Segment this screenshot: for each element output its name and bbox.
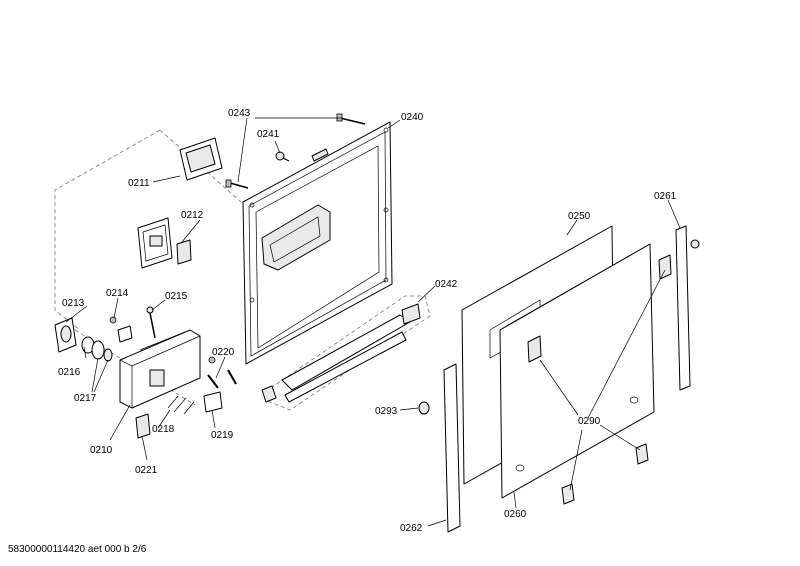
pin-0215: [146, 306, 156, 339]
cover-0212: [137, 217, 192, 269]
left-strip-0262: [443, 363, 461, 533]
label-0242: 0242: [435, 279, 458, 290]
label-0293: 0293: [375, 406, 398, 417]
label-0212: 0212: [181, 210, 204, 221]
label-0240: 0240: [401, 112, 424, 123]
label-0214: 0214: [106, 288, 129, 299]
label-0220: 0220: [212, 347, 235, 358]
label-0262: 0262: [400, 523, 423, 534]
small-parts-0214: [109, 316, 133, 343]
gasket-frame-0211: [179, 137, 223, 181]
label-0218: 0218: [152, 424, 175, 435]
bracket-0290-a: [635, 443, 649, 465]
right-strip-0261: [675, 225, 700, 391]
document-id: 58300000114420 aet 000 b 2/6: [8, 544, 147, 555]
handle-strip-0242: [261, 303, 421, 403]
screw-0243-top: [336, 113, 366, 125]
rings-0216-0217: [81, 336, 113, 362]
label-0261: 0261: [654, 191, 677, 202]
cap-0293: [418, 401, 430, 415]
springs-0218: [167, 395, 195, 415]
label-0250: 0250: [568, 211, 591, 222]
label-0211: 0211: [128, 178, 150, 189]
pin-0241: [275, 151, 290, 162]
label-0210: 0210: [90, 445, 113, 456]
label-0290: 0290: [578, 416, 601, 427]
leader-lines: [65, 117, 681, 527]
label-0215: 0215: [165, 291, 188, 302]
plate-0221: [135, 413, 151, 439]
inner-door-panel: [242, 121, 393, 365]
label-0241: 0241: [257, 129, 280, 140]
label-0221: 0221: [135, 465, 158, 476]
pins-0220: [207, 356, 237, 389]
label-0217: 0217: [74, 393, 97, 404]
screw-0243-left: [225, 179, 249, 189]
selector-0213: [54, 317, 77, 353]
label-0243: 0243: [228, 108, 251, 119]
label-0216: 0216: [58, 367, 81, 378]
label-0260: 0260: [504, 509, 527, 520]
housing-0210: [119, 329, 201, 409]
clip-0219: [203, 391, 223, 413]
assembly-dashed-outline-handle: [264, 295, 431, 411]
label-0219: 0219: [211, 430, 234, 441]
bracket-0290-b: [561, 483, 575, 505]
front-panel-0260: [499, 243, 672, 499]
label-0213: 0213: [62, 298, 85, 309]
